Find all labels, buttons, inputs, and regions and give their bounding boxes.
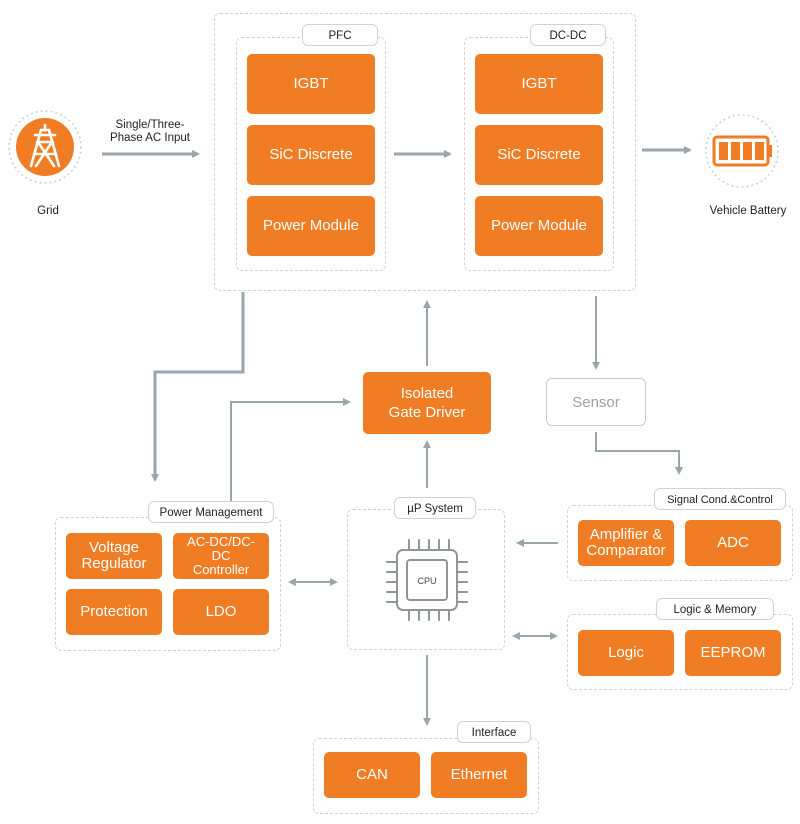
- dcdc-title: DC-DC: [530, 24, 606, 46]
- eeprom: EEPROM: [685, 630, 781, 676]
- pfc-igbt: IGBT: [247, 54, 375, 114]
- cpu-label: CPU: [417, 576, 437, 586]
- power-management-title: Power Management: [148, 501, 274, 523]
- protection: Protection: [66, 589, 162, 635]
- dcdc-igbt: IGBT: [475, 54, 603, 114]
- sensor-box: Sensor: [546, 378, 646, 426]
- battery-icon: [705, 114, 779, 188]
- interface-title: Interface: [457, 721, 531, 743]
- battery-label: Vehicle Battery: [709, 205, 787, 217]
- pfc-power-module: Power Module: [247, 196, 375, 256]
- grid-label: Grid: [37, 205, 59, 217]
- ldo: LDO: [173, 589, 269, 635]
- cpu-icon: [386, 539, 468, 621]
- isolated-gate-driver: Isolated Gate Driver: [363, 372, 491, 434]
- dcdc-sic-discrete: SiC Discrete: [475, 125, 603, 185]
- arrow-stage-to-power-management: [151, 292, 245, 482]
- adc: ADC: [685, 520, 781, 566]
- pfc-sic-discrete: SiC Discrete: [247, 125, 375, 185]
- signal-cond-title: Signal Cond.&Control: [654, 488, 786, 510]
- acdc-dcdc-controller: AC-DC/DC-DC Controller: [173, 533, 269, 579]
- dcdc-power-module: Power Module: [475, 196, 603, 256]
- logic: Logic: [578, 630, 674, 676]
- interface-group: [313, 738, 539, 814]
- up-system-title: µP System: [394, 497, 476, 519]
- ethernet: Ethernet: [431, 752, 527, 798]
- can: CAN: [324, 752, 420, 798]
- logic-memory-title: Logic & Memory: [656, 598, 774, 620]
- amplifier-comparator: Amplifier & Comparator: [578, 520, 674, 566]
- input-label: Single/Three- Phase AC Input: [110, 119, 190, 144]
- power-stage-group: [214, 13, 636, 291]
- power-tower-icon: [8, 110, 82, 184]
- arrow-sensor-to-signal: [595, 432, 683, 475]
- arrow-pm-to-gate-driver: [230, 398, 351, 502]
- pfc-title: PFC: [302, 24, 378, 46]
- voltage-regulator: Voltage Regulator: [66, 533, 162, 579]
